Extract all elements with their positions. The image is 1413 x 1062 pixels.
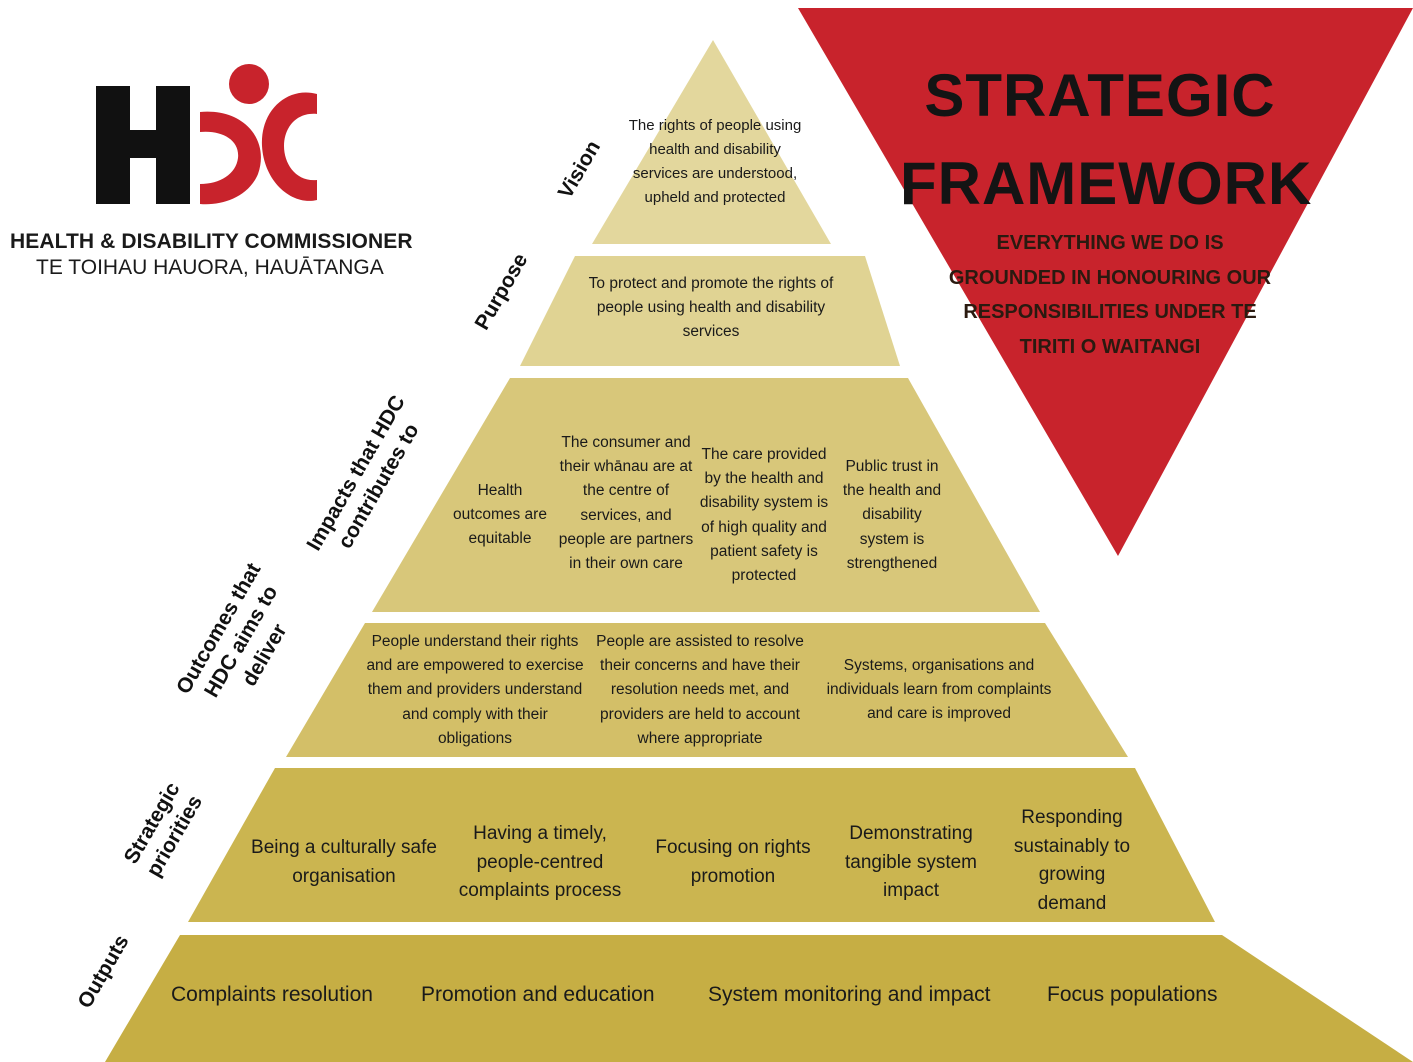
tier-outputs [105,935,1413,1062]
vision-text: The rights of people using health and di… [628,117,802,206]
tier-priorities [188,768,1215,922]
purpose-text: To protect and promote the rights of peo… [588,275,834,340]
banner-subtitle: EVERYTHING WE DO IS GROUNDED IN HONOURIN… [948,232,1272,358]
impact-item: Public trust in the health and disabilit… [842,458,942,572]
output-item: System monitoring and impact [708,983,991,1006]
output-item: Complaints resolution [171,983,373,1006]
impact-item: Health outcomes are equitable [453,482,547,548]
priority-item: Focusing on rights promotion [655,837,811,887]
outcome-item: People understand their rights and are e… [366,633,584,747]
impact-item: The consumer and their whānau are at the… [558,434,694,573]
outcome-item: Systems, organisations and individuals l… [826,657,1052,723]
banner-triangle [798,8,1413,556]
tier-impacts [372,378,1040,612]
tier-purpose [520,256,900,366]
banner-title-line2: FRAMEWORK [900,150,1313,217]
org-name-maori: TE TOIHAU HAUORA, HAUĀTANGA [36,256,384,279]
output-item: Promotion and education [421,983,655,1006]
priority-item: Having a timely, people-centred complain… [458,823,622,901]
hdc-logo [96,64,317,205]
priority-item: Responding sustainably to growing demand [1013,807,1131,914]
output-item: Focus populations [1047,983,1218,1006]
outcome-item: People are assisted to resolve their con… [596,633,804,747]
banner-title-line1: STRATEGIC [924,62,1276,129]
priority-item: Demonstrating tangible system impact [844,823,977,901]
org-name: HEALTH & DISABILITY COMMISSIONER [10,230,413,253]
tier-outcomes [286,623,1128,757]
tier-vision [592,40,831,244]
impact-item: The care provided by the health and disa… [699,446,829,585]
banner-title: STRATEGIC FRAMEWORK [900,52,1313,228]
priority-item: Being a culturally safe organisation [251,837,437,887]
